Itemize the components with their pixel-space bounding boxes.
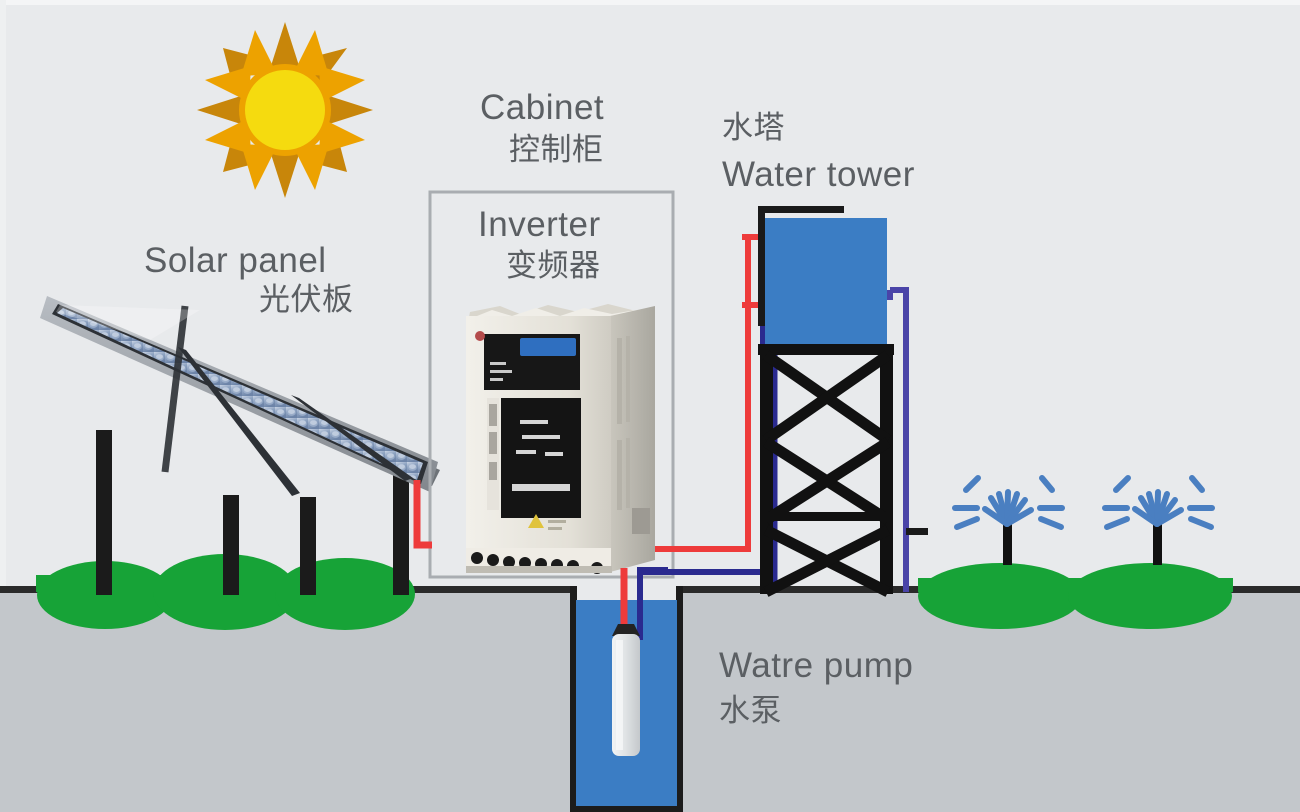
- brand-badge: [520, 338, 576, 356]
- solar-panel-label-cn: 光伏板: [259, 282, 354, 317]
- solar-panel-array: [40, 296, 440, 595]
- outlet-valve: [906, 528, 928, 535]
- cabinet-outline: [428, 190, 675, 579]
- inverter-unit: [466, 304, 655, 574]
- sprinkler-1: [952, 475, 1065, 565]
- inverter-label-cn: 变频器: [506, 248, 601, 283]
- water-pump-label-cn: 水泵: [719, 693, 782, 728]
- cabinet-label-en: Cabinet: [480, 88, 605, 127]
- water-tower: [758, 206, 894, 597]
- water-pump-label-en: Watre pump: [719, 646, 914, 685]
- water-tower-label-en: Water tower: [722, 155, 915, 194]
- cable-panel-to-cabinet: [413, 480, 432, 549]
- sun-icon: [197, 22, 373, 198]
- sprinkler-2: [1102, 475, 1215, 565]
- outlet-pipe: [887, 287, 909, 592]
- solar-panel-label-en: Solar panel: [144, 241, 327, 280]
- grass-right: [918, 563, 1233, 629]
- inverter-label-en: Inverter: [478, 205, 601, 244]
- ground-layer: [0, 586, 1300, 812]
- submersible-pump: [612, 624, 640, 756]
- cabinet-label-cn: 控制柜: [509, 132, 604, 167]
- grass-left: [36, 554, 415, 630]
- tank-body: [765, 218, 887, 346]
- water-tower-label-cn: 水塔: [722, 110, 785, 145]
